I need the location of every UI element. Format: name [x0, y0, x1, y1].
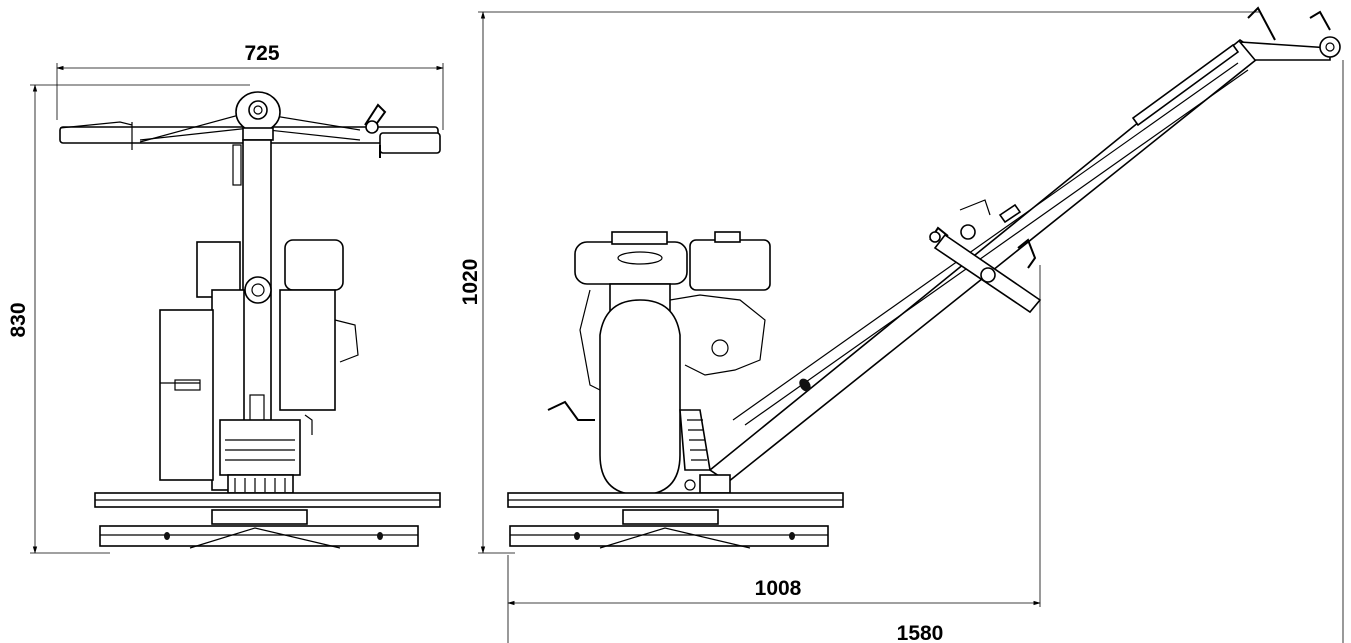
side-base	[507, 492, 844, 549]
dimension-width-front: 725	[56, 42, 444, 130]
dimension-depth-1008: 1008	[507, 265, 1041, 643]
dimension-label-830: 830	[7, 302, 30, 337]
throttle-knob	[235, 91, 281, 141]
front-engine	[159, 239, 359, 494]
front-base	[94, 492, 441, 549]
front-handlebar	[59, 103, 441, 158]
dimension-label-1008: 1008	[755, 577, 802, 600]
dimension-label-725: 725	[244, 42, 279, 65]
dimension-height-front: 830	[7, 84, 250, 554]
side-view: 1020 1008 1580	[459, 6, 1344, 643]
dimension-label-1580: 1580	[897, 622, 944, 643]
front-view: 725 830	[7, 42, 444, 554]
side-engine	[547, 231, 771, 496]
dimension-height-side: 1020	[459, 11, 1260, 554]
dimension-label-1020: 1020	[459, 259, 482, 306]
side-handle	[708, 6, 1341, 483]
dimension-depth-1580: 1580	[897, 60, 1344, 643]
